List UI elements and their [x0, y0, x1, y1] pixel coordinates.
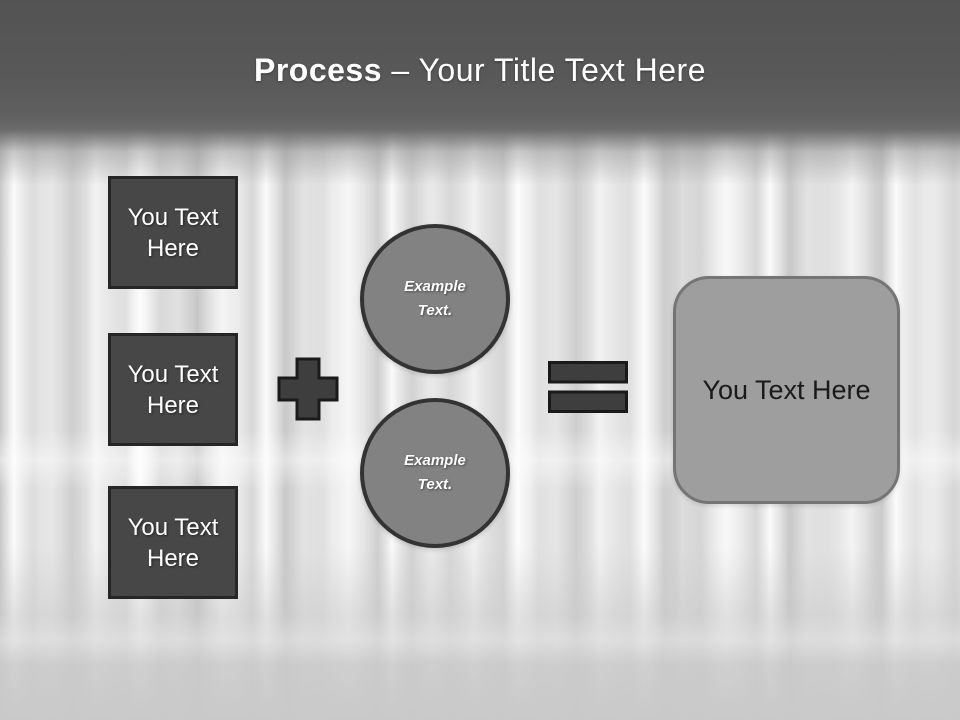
example-circle-2[interactable]: Example Text.	[360, 398, 510, 548]
result-box-label: You Text Here	[702, 374, 871, 405]
slide-title[interactable]: Process – Your Title Text Here	[0, 50, 960, 90]
title-emphasis: Process	[253, 52, 383, 88]
input-box-2[interactable]: You Text Here	[108, 333, 238, 446]
input-box-label: You Text Here	[127, 360, 219, 419]
result-box[interactable]: You Text Here	[673, 276, 900, 504]
input-box-label: You Text Here	[127, 513, 219, 572]
example-circle-1[interactable]: Example Text.	[360, 224, 510, 374]
curtain-sheen-band	[0, 615, 960, 665]
plus-icon[interactable]	[277, 357, 339, 426]
equals-icon[interactable]	[548, 361, 628, 419]
title-band: Process – Your Title Text Here	[0, 0, 960, 185]
input-box-3[interactable]: You Text Here	[108, 486, 238, 599]
example-circle-label: Example Text.	[404, 452, 466, 493]
example-circle-label: Example Text.	[404, 278, 466, 319]
input-box-label: You Text Here	[127, 203, 219, 262]
title-rest: – Your Title Text Here	[391, 52, 706, 88]
input-box-1[interactable]: You Text Here	[108, 176, 238, 289]
